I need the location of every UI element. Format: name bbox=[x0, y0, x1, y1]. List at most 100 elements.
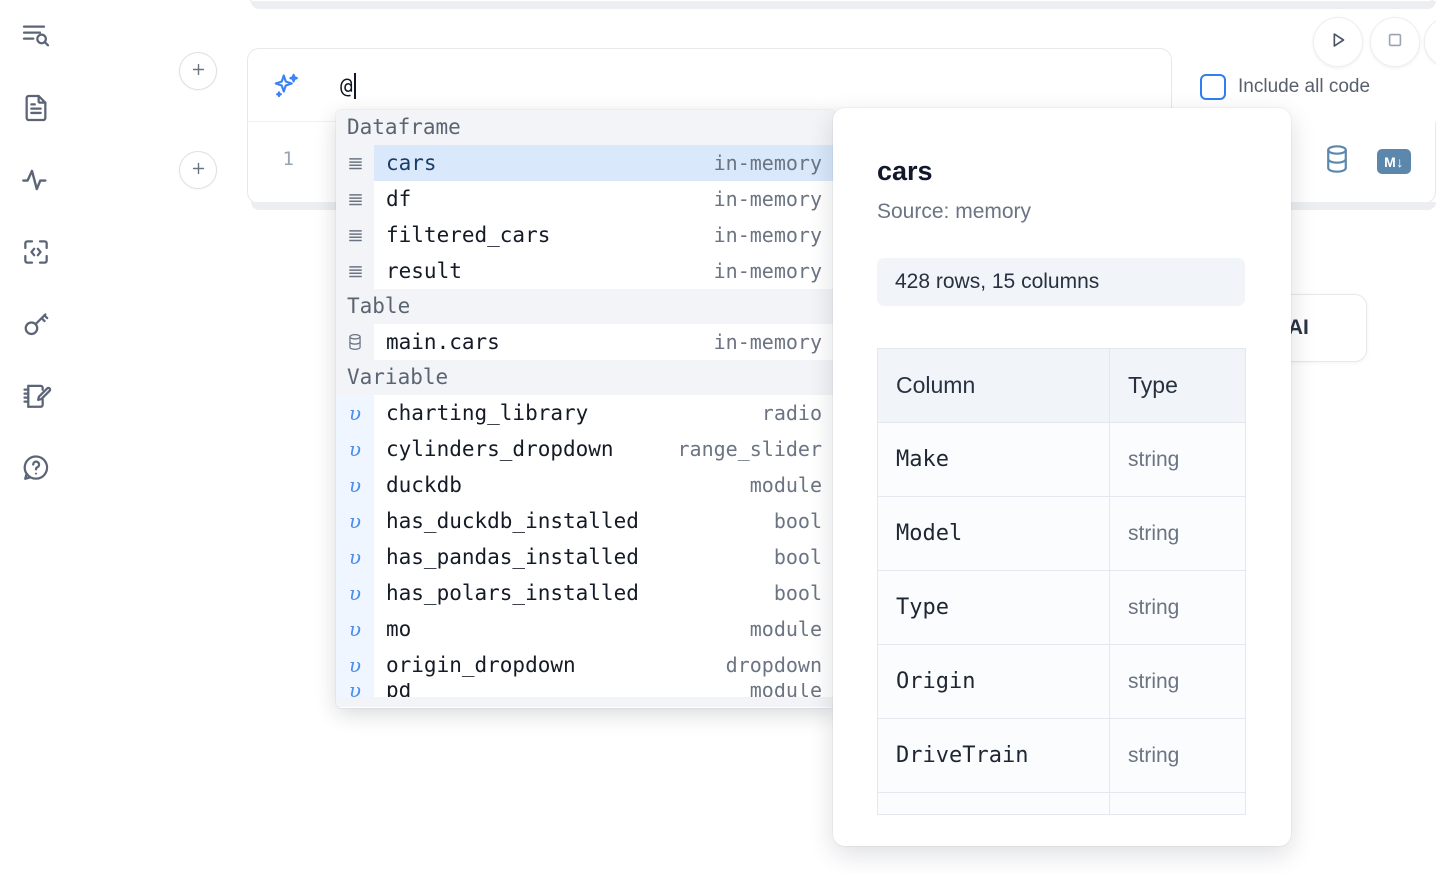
ai-prompt-box[interactable]: @ bbox=[247, 48, 1172, 122]
dataframe-icon bbox=[336, 145, 374, 181]
autocomplete-item-name: cylinders_dropdown bbox=[386, 437, 614, 461]
preview-shape-badge: 428 rows, 15 columns bbox=[877, 258, 1245, 306]
table-row: Type string bbox=[877, 570, 1246, 645]
table-cell-column: Make bbox=[877, 422, 1110, 497]
include-all-code-checkbox[interactable] bbox=[1200, 74, 1226, 100]
autocomplete-item-body: charting_library radio bbox=[374, 395, 836, 431]
autocomplete-item-body: has_pandas_installed bool bbox=[374, 539, 836, 575]
autocomplete-section-header: Variable bbox=[336, 360, 836, 395]
cell-icon-group: M↓ bbox=[1323, 144, 1411, 179]
autocomplete-item[interactable]: υ cylinders_dropdown range_slider bbox=[336, 431, 836, 467]
column-header-label: Column bbox=[896, 372, 976, 398]
code-brackets-icon bbox=[20, 236, 52, 268]
autocomplete-item-name: origin_dropdown bbox=[386, 653, 576, 677]
autocomplete-item-body: has_polars_installed bool bbox=[374, 575, 836, 611]
markdown-badge[interactable]: M↓ bbox=[1377, 149, 1411, 174]
table-cell-type: string bbox=[1109, 718, 1246, 793]
table-row-clipped bbox=[877, 792, 1246, 815]
variable-icon: υ bbox=[336, 395, 374, 431]
variable-icon: υ bbox=[336, 683, 374, 697]
table-cell-column: Model bbox=[877, 496, 1110, 571]
document-text-icon bbox=[20, 92, 52, 124]
ai-prompt-value: @ bbox=[340, 74, 353, 98]
autocomplete-item[interactable]: result in-memory bbox=[336, 253, 836, 289]
autocomplete-item-body: result in-memory bbox=[374, 253, 836, 289]
sidebar-item-scratchpad[interactable] bbox=[14, 374, 58, 418]
autocomplete-item-type: module bbox=[749, 617, 822, 641]
variable-icon: υ bbox=[336, 467, 374, 503]
autocomplete-item-body: cars in-memory bbox=[374, 145, 836, 181]
autocomplete-item[interactable]: υ pd module bbox=[336, 683, 836, 697]
autocomplete-item-type: bool bbox=[773, 545, 822, 569]
autocomplete-item[interactable]: df in-memory bbox=[336, 181, 836, 217]
sidebar-item-help[interactable] bbox=[14, 446, 58, 490]
run-cell-button[interactable] bbox=[1313, 17, 1363, 67]
include-all-code-row[interactable]: Include all code bbox=[1200, 74, 1370, 100]
autocomplete-item[interactable]: υ charting_library radio bbox=[336, 395, 836, 431]
ai-prompt-input[interactable]: @ bbox=[340, 71, 356, 101]
autocomplete-dropdown[interactable]: Dataframe cars in-memory df in-memory bbox=[336, 110, 836, 708]
autocomplete-item[interactable]: υ has_duckdb_installed bool bbox=[336, 503, 836, 539]
table-cell-type: string bbox=[1109, 496, 1246, 571]
line-number: 1 bbox=[282, 148, 294, 170]
table-cell-type: string bbox=[1109, 422, 1246, 497]
autocomplete-item-body: df in-memory bbox=[374, 181, 836, 217]
type-header-cell: Type bbox=[1109, 348, 1246, 423]
autocomplete-item[interactable]: υ mo module bbox=[336, 611, 836, 647]
autocomplete-item-name: has_duckdb_installed bbox=[386, 509, 639, 533]
preview-title: cars bbox=[877, 156, 933, 186]
sidebar-item-notebook-outline[interactable] bbox=[14, 86, 58, 130]
autocomplete-item-type: dropdown bbox=[725, 653, 822, 677]
autocomplete-item[interactable]: υ duckdb module bbox=[336, 467, 836, 503]
variable-icon: υ bbox=[336, 431, 374, 467]
table-cell-type: string bbox=[1109, 570, 1246, 645]
sidebar-rail bbox=[0, 0, 72, 874]
autocomplete-item[interactable]: υ has_polars_installed bool bbox=[336, 575, 836, 611]
autocomplete-item-name: mo bbox=[386, 617, 412, 641]
autocomplete-item-type: in-memory bbox=[713, 223, 822, 247]
sidebar-item-dependency-graph[interactable] bbox=[14, 158, 58, 202]
add-cell-button-bottom[interactable] bbox=[179, 151, 217, 189]
plus-icon bbox=[190, 160, 207, 181]
autocomplete-item-name: main.cars bbox=[386, 330, 500, 354]
autocomplete-section-header: Table bbox=[336, 289, 836, 324]
table-row: Origin string bbox=[877, 644, 1246, 719]
include-all-code-label: Include all code bbox=[1238, 76, 1371, 97]
list-search-icon bbox=[20, 20, 52, 52]
autocomplete-item[interactable]: υ has_pandas_installed bool bbox=[336, 539, 836, 575]
table-cell-column: Type bbox=[877, 570, 1110, 645]
autocomplete-item[interactable]: main.cars in-memory bbox=[336, 324, 836, 360]
table-row: Make string bbox=[877, 422, 1246, 497]
table-row: Model string bbox=[877, 496, 1246, 571]
autocomplete-item-name: df bbox=[386, 187, 412, 211]
variable-icon: υ bbox=[336, 647, 374, 683]
sidebar-item-file-explorer-search[interactable] bbox=[14, 14, 58, 58]
autocomplete-footer bbox=[336, 697, 836, 707]
type-header-label: Type bbox=[1128, 372, 1178, 398]
autocomplete-item[interactable]: filtered_cars in-memory bbox=[336, 217, 836, 253]
sidebar-item-secrets[interactable] bbox=[14, 302, 58, 346]
notebook-pencil-icon bbox=[20, 380, 52, 412]
autocomplete-item-body: pd module bbox=[374, 683, 836, 697]
question-chat-icon bbox=[20, 452, 52, 484]
sidebar-item-snippets[interactable] bbox=[14, 230, 58, 274]
stop-cell-button[interactable] bbox=[1370, 17, 1420, 67]
add-cell-button-top[interactable] bbox=[179, 52, 217, 90]
database-icon[interactable] bbox=[1323, 144, 1351, 179]
markdown-badge-arrow: ↓ bbox=[1396, 153, 1404, 170]
table-cell-column: Origin bbox=[877, 644, 1110, 719]
stop-square-icon bbox=[1385, 30, 1405, 55]
key-icon bbox=[20, 308, 52, 340]
autocomplete-item[interactable]: cars in-memory bbox=[336, 145, 836, 181]
table-cell-type bbox=[1109, 792, 1246, 815]
autocomplete-item-type: module bbox=[749, 683, 822, 697]
autocomplete-item[interactable]: υ origin_dropdown dropdown bbox=[336, 647, 836, 683]
autocomplete-item-body: duckdb module bbox=[374, 467, 836, 503]
dataframe-icon bbox=[336, 253, 374, 289]
more-actions-button[interactable] bbox=[1424, 17, 1436, 67]
autocomplete-item-body: main.cars in-memory bbox=[374, 324, 836, 360]
autocomplete-item-type: in-memory bbox=[713, 259, 822, 283]
autocomplete-item-name: pd bbox=[386, 683, 412, 697]
table-header-row: Column Type bbox=[877, 348, 1246, 423]
